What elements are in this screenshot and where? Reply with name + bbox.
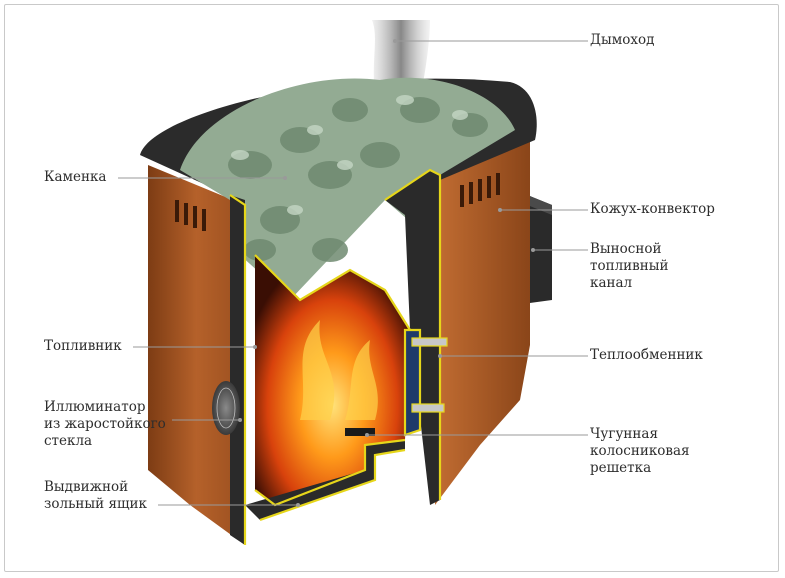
- heat-exchanger: [411, 337, 448, 413]
- label-grate: Чугунная колосниковая решетка: [590, 426, 690, 476]
- label-convector: Кожух-конвектор: [590, 201, 715, 217]
- louvre-slots: [175, 173, 500, 231]
- label-firebox: Топливник: [44, 338, 122, 354]
- stones: [180, 77, 515, 300]
- label-window: Иллюминатор из жаростойкого стекла: [44, 399, 166, 449]
- label-chimney: Дымоход: [590, 32, 655, 48]
- glass-window: [212, 381, 240, 435]
- casing-right: [435, 140, 530, 505]
- casing-left: [148, 165, 245, 545]
- label-heat-exchanger: Теплообменник: [590, 347, 703, 363]
- label-remote-channel: Выносной топливный канал: [590, 241, 669, 291]
- label-ash-drawer: Выдвижной зольный ящик: [44, 479, 147, 512]
- leader-lines: [118, 40, 588, 506]
- grate: [345, 428, 375, 436]
- label-stones: Каменка: [44, 169, 107, 185]
